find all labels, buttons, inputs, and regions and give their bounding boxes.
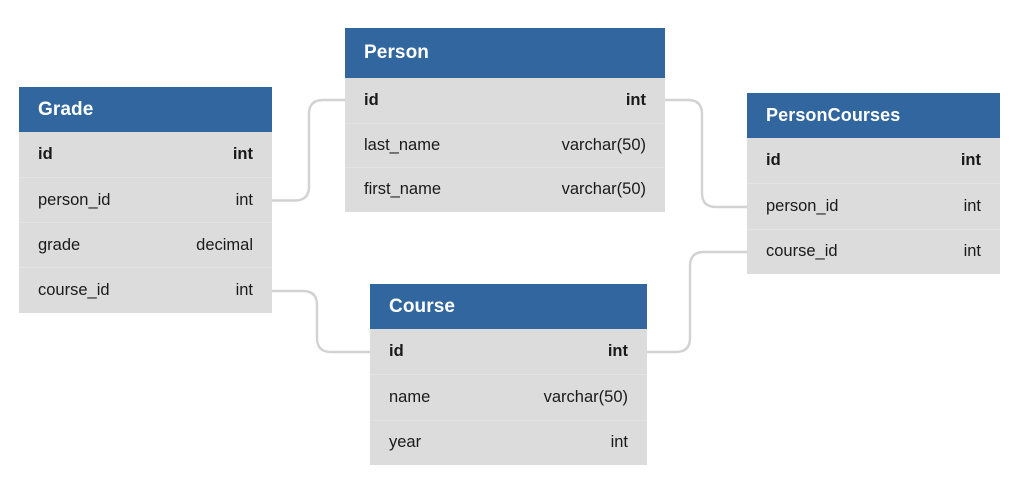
connector-grade-course bbox=[270, 289, 372, 354]
attribute-name: grade bbox=[38, 235, 81, 254]
attribute-name: year bbox=[389, 433, 422, 452]
entity-grade-header: Grade bbox=[19, 87, 272, 132]
entity-person-attribute-first_name[interactable]: first_name varchar(50) bbox=[345, 167, 665, 212]
attribute-type: int bbox=[960, 151, 981, 170]
entity-person-header: Person bbox=[345, 28, 665, 78]
attribute-type: varchar(50) bbox=[543, 387, 628, 406]
attribute-type: int bbox=[235, 190, 253, 209]
entity-personcourses-header: PersonCourses bbox=[747, 93, 1000, 138]
attribute-name: course_id bbox=[766, 242, 838, 261]
entity-course-title: Course bbox=[389, 295, 456, 317]
attribute-name: course_id bbox=[38, 280, 110, 299]
entity-personcourses-attribute-course_id[interactable]: course_id int bbox=[747, 228, 1000, 274]
entity-person-attribute-last_name[interactable]: last_name varchar(50) bbox=[345, 122, 665, 168]
attribute-type: int bbox=[625, 90, 646, 109]
attribute-type: int bbox=[235, 280, 253, 299]
connector-grade-person bbox=[270, 98, 347, 202]
entity-course-attribute-id[interactable]: id int bbox=[370, 329, 647, 375]
entity-personcourses-attribute-id[interactable]: id int bbox=[747, 138, 1000, 184]
attribute-type: int bbox=[607, 342, 628, 361]
attribute-type: varchar(50) bbox=[561, 180, 646, 199]
entity-grade-title: Grade bbox=[38, 98, 94, 120]
entity-personcourses-title: PersonCourses bbox=[766, 105, 901, 125]
entity-course-attribute-name[interactable]: name varchar(50) bbox=[370, 374, 647, 420]
attribute-name: name bbox=[389, 387, 431, 406]
entity-personcourses-attribute-person_id[interactable]: person_id int bbox=[747, 183, 1000, 229]
attribute-name: id bbox=[38, 145, 53, 163]
attribute-type: int bbox=[963, 196, 981, 215]
entity-course-header: Course bbox=[370, 284, 647, 329]
attribute-type: int bbox=[610, 433, 628, 452]
attribute-name: person_id bbox=[38, 190, 111, 209]
entity-grade-attribute-grade[interactable]: grade decimal bbox=[19, 222, 272, 267]
attribute-name: last_name bbox=[364, 135, 441, 154]
attribute-type: decimal bbox=[196, 235, 253, 254]
attribute-name: id bbox=[364, 90, 379, 109]
attribute-type: int bbox=[232, 145, 253, 163]
entity-person[interactable]: Person id int last_name varchar(50) firs… bbox=[345, 28, 665, 212]
attribute-name: person_id bbox=[766, 196, 839, 215]
attribute-name: id bbox=[766, 151, 781, 170]
entity-grade-attribute-id[interactable]: id int bbox=[19, 132, 272, 177]
entity-person-attribute-id[interactable]: id int bbox=[345, 78, 665, 123]
entity-person-title: Person bbox=[364, 42, 430, 63]
attribute-type: int bbox=[963, 242, 981, 261]
entity-grade-attribute-person_id[interactable]: person_id int bbox=[19, 177, 272, 222]
entity-course[interactable]: Course id int name varchar(50) year int bbox=[370, 284, 647, 465]
entity-course-attribute-year[interactable]: year int bbox=[370, 419, 647, 465]
entity-personcourses[interactable]: PersonCourses id int person_id int cours… bbox=[747, 93, 1000, 274]
entity-grade[interactable]: Grade id int person_id int grade decimal… bbox=[19, 87, 272, 313]
attribute-name: id bbox=[389, 342, 404, 361]
connector-person-personcourses bbox=[663, 98, 749, 209]
connector-course-personcourses bbox=[645, 250, 749, 354]
attribute-name: first_name bbox=[364, 180, 442, 199]
entity-grade-attribute-course_id[interactable]: course_id int bbox=[19, 267, 272, 312]
attribute-type: varchar(50) bbox=[561, 135, 646, 154]
